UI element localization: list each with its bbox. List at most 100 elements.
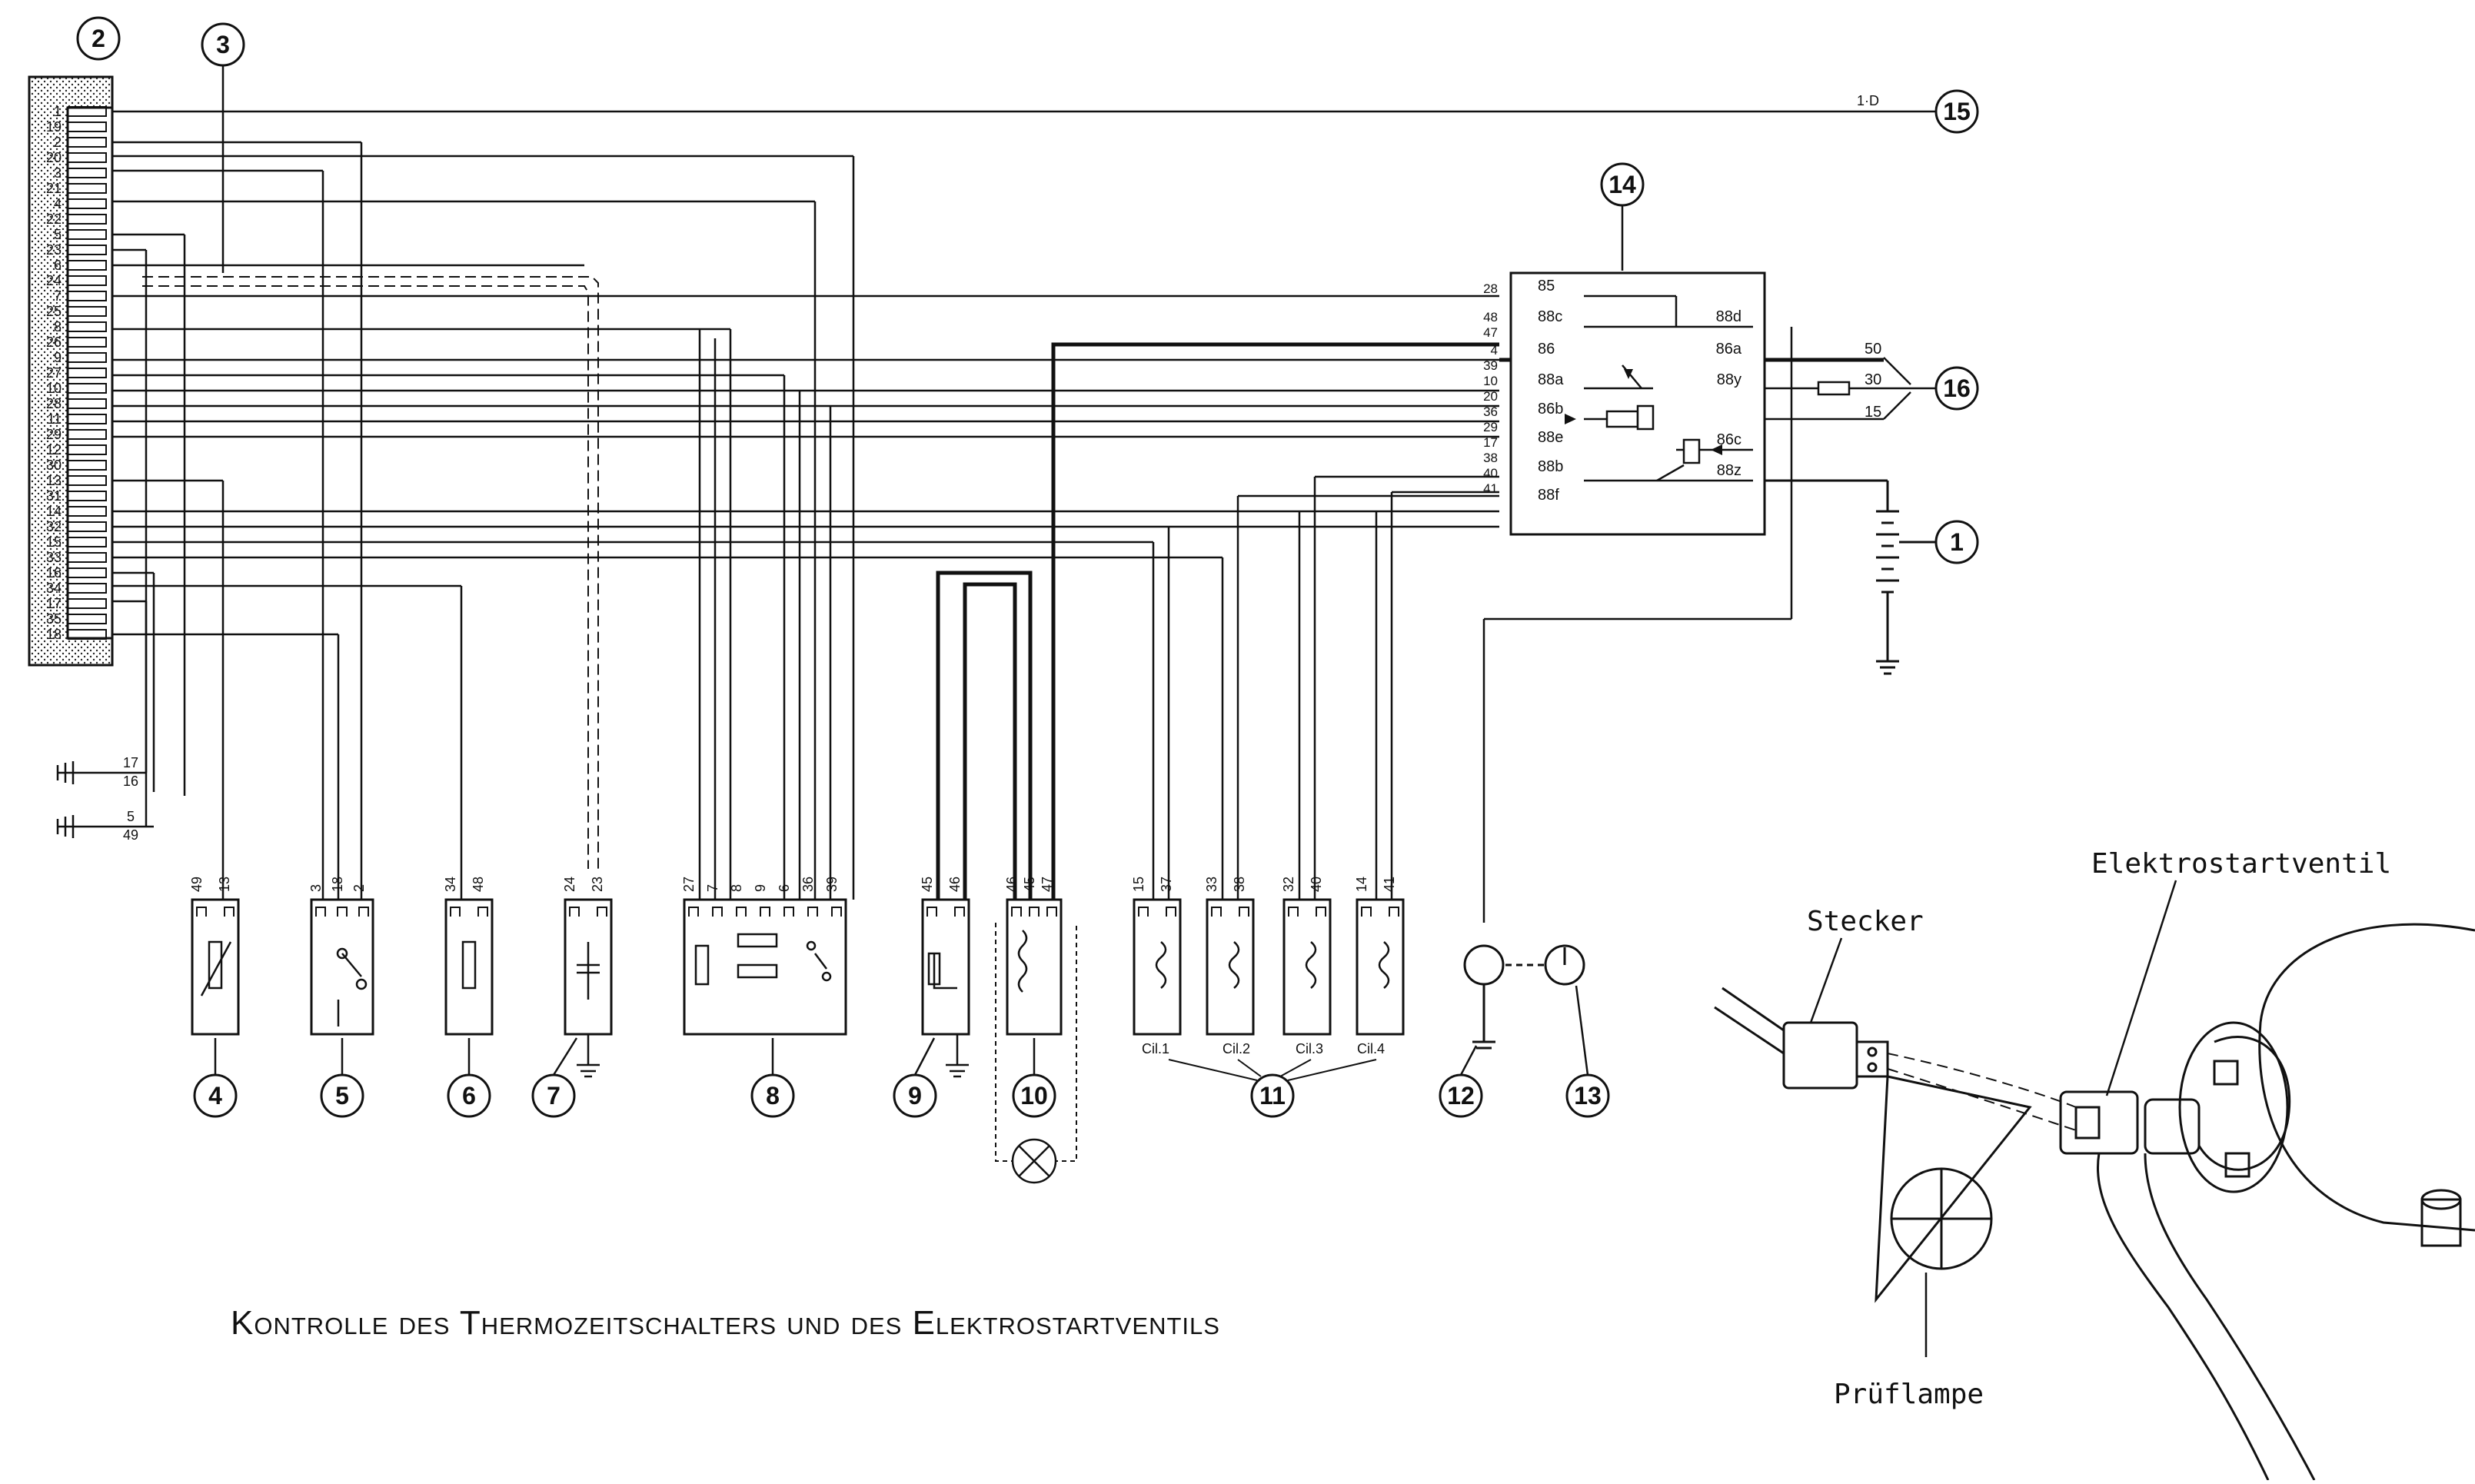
ecu-pin-label: 7 <box>54 288 62 304</box>
ecu-pin-socket <box>68 583 107 594</box>
component-pin-socket <box>224 907 235 917</box>
ecu-pin-label: 27 <box>46 365 62 381</box>
ecu-pin-socket <box>68 614 107 624</box>
relay-terminal-right: 88d <box>1716 308 1741 325</box>
component-pin-label: 38 <box>1232 877 1247 892</box>
ecu-pin-label: 1 <box>54 104 62 119</box>
component-pin-label: 46 <box>947 877 963 892</box>
ecu-pin-socket <box>68 106 107 117</box>
ecu-pin-socket <box>68 275 107 286</box>
component-pin-socket <box>1138 907 1149 917</box>
component-pin-socket <box>736 907 747 917</box>
ecu-pin-socket <box>68 168 107 178</box>
relay-terminal-labels: 28484743910203629173840418588c8688a86b88… <box>1483 278 1742 504</box>
callout-number: 14 <box>1608 171 1636 198</box>
callout-number: 9 <box>908 1082 922 1110</box>
ecu-pin-socket <box>68 183 107 194</box>
component-pin-socket <box>477 907 488 917</box>
ecu-pin-label: 11 <box>47 411 62 427</box>
component-6-box <box>444 898 494 1036</box>
ecu-pin-label: 5 <box>54 227 62 242</box>
ecu-pin-label: 17 <box>46 596 62 611</box>
ecu-d-label: 1·D <box>1857 93 1879 108</box>
ecu-pin-socket <box>68 152 107 163</box>
callout-circle <box>1600 162 1645 207</box>
ecu-pin-socket <box>68 198 107 209</box>
component-pin-label: 37 <box>1159 877 1174 892</box>
component-pin-socket <box>315 907 326 917</box>
ecu-pin-socket <box>68 506 107 517</box>
relay-pin-label: 47 <box>1483 325 1498 340</box>
ecu-pin-label: 10 <box>46 381 62 396</box>
callout-circle <box>1250 1073 1295 1118</box>
component-pin-socket <box>196 907 207 917</box>
component-pin-label: 8 <box>729 884 744 892</box>
ground-pin-16: 16 <box>123 774 138 789</box>
relay-pin-label: 36 <box>1483 404 1498 419</box>
component-pin-socket <box>1239 907 1249 917</box>
relay-pin-label: 28 <box>1483 281 1498 296</box>
figure-caption: Kontrolle des Thermozeitschalters und de… <box>231 1304 1220 1342</box>
component-pin-socket <box>760 907 770 917</box>
relay-pin-label: 29 <box>1483 420 1498 434</box>
ecu-pin-socket <box>68 552 107 563</box>
ecu-pin-label: 33 <box>46 550 62 565</box>
component-pin-label: 46 <box>1004 877 1020 892</box>
component-pin-label: 34 <box>443 877 458 892</box>
ground-pin-49: 49 <box>123 827 138 843</box>
relay-terminal-left: 88b <box>1538 458 1563 475</box>
ecu-pin-label: 8 <box>54 319 62 334</box>
callout-number: 8 <box>766 1082 780 1110</box>
component-pin-socket <box>712 907 723 917</box>
callout-leader <box>1575 985 1589 1076</box>
ecu-pin-label: 20 <box>46 150 62 165</box>
relay-terminal-left: 88f <box>1538 487 1559 504</box>
ecu-pin-label: 23 <box>46 242 62 258</box>
relay-pin-label: 4 <box>1491 343 1498 358</box>
component-pin-label: 13 <box>217 877 232 892</box>
ecu-pin-socket <box>68 598 107 609</box>
relay-pin-label: 40 <box>1483 466 1498 481</box>
ecu-pin-socket <box>68 567 107 578</box>
relay-pin-label: 10 <box>1483 374 1498 388</box>
ecu-pin-socket <box>68 214 107 225</box>
ecu-pin-label: 25 <box>46 304 62 319</box>
ecu-pin-label: 4 <box>54 196 62 211</box>
relay-pin-label: 41 <box>1483 481 1498 496</box>
relay-terminal-left: 88e <box>1538 429 1563 446</box>
ecu-pin-label: 29 <box>46 427 62 442</box>
ecu-pin-socket <box>68 321 107 332</box>
ecu-pin-socket <box>68 398 107 409</box>
callout-leader <box>552 1037 578 1076</box>
component-pin-socket <box>688 907 699 917</box>
component-pin-socket <box>954 907 965 917</box>
ecu-pin-socket <box>68 260 107 271</box>
callout-leader <box>913 1037 936 1076</box>
test-lamp-schematic <box>995 923 1077 1162</box>
component-pin-label: 18 <box>330 877 345 892</box>
ecu-pin-label: 35 <box>46 611 62 627</box>
relay-pin-label: 20 <box>1483 389 1498 404</box>
relay-pin-label: 17 <box>1483 435 1498 450</box>
ecu-pin-socket <box>68 229 107 240</box>
relay-out-15: 15 <box>1865 404 1881 421</box>
ecu-pin-socket <box>68 337 107 348</box>
bus-wires <box>112 110 1876 636</box>
component-symbols <box>200 930 1390 1026</box>
component-pin-label: 23 <box>590 877 605 892</box>
ecu-pin-socket <box>68 306 107 317</box>
ecu-pin-label: 12 <box>46 442 62 458</box>
ecu-pin-socket <box>68 352 107 363</box>
component-pin-label: 33 <box>1204 877 1219 892</box>
cil-4-label: Cil.4 <box>1357 1041 1385 1056</box>
relay-out-30: 30 <box>1865 371 1881 388</box>
shield-line <box>142 276 599 869</box>
ecu-pin-label: 30 <box>46 458 62 473</box>
component-pin-label: 45 <box>1022 877 1037 892</box>
component-pin-socket <box>1166 907 1176 917</box>
gauge-13 <box>1544 944 1585 986</box>
relay-terminal-left: 88c <box>1538 308 1562 325</box>
ecu-pin-socket <box>68 368 107 378</box>
